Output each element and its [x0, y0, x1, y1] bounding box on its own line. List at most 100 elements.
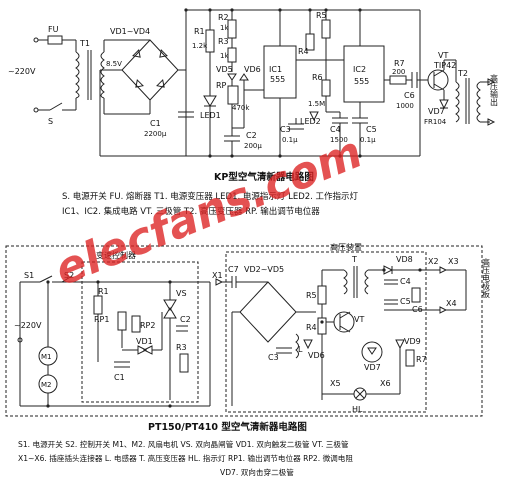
- pt-t-primary: [343, 269, 348, 295]
- pt-x6-label: X6: [380, 379, 391, 388]
- pt-vd7-symbol: [361, 341, 383, 363]
- pt-vd6-label: VD6: [308, 351, 325, 360]
- kp-caption-line-2: IC1、IC2. 集成电路 VT. 三极管 T2. 高压变压器 RP. 输出调节…: [62, 206, 320, 217]
- kp-title: KP型空气清新器电路图: [214, 171, 314, 183]
- pt-vd8-label: VD8: [396, 255, 413, 264]
- kp-r1-value: 1.2k: [192, 42, 208, 50]
- kp-v85-label: 8.5V: [106, 60, 122, 68]
- pt-hv-device-label: 高压装置: [330, 242, 362, 252]
- kp-fu-label: FU: [48, 25, 59, 34]
- kp-t2-primary: [455, 81, 460, 123]
- pt-s2-label: S2: [64, 271, 74, 280]
- kp-r7-label: R7: [394, 59, 405, 68]
- pt-speed-controller-label: 变速控制器: [96, 250, 136, 260]
- pt-r6: [411, 287, 421, 303]
- pt-c7-label: C7: [228, 265, 239, 274]
- pt-vd9-symbol: [395, 339, 405, 350]
- pt-vs-label: VS: [176, 289, 187, 298]
- pt-r4: [317, 317, 327, 335]
- pt-hv-electrode-label: 高压电极板: [482, 257, 491, 299]
- kp-vd7-type: FR104: [424, 118, 447, 126]
- kp-r2-value: 1k: [220, 24, 229, 32]
- kp-c5-value: 0.1μ: [360, 136, 376, 144]
- kp-r7: [389, 75, 407, 85]
- kp-c3-value: 0.1μ: [282, 136, 298, 144]
- pt-bridge-rectifier: [239, 281, 297, 343]
- kp-bridge-rectifier: [121, 39, 179, 101]
- pt-vt-transistor: [333, 311, 355, 333]
- kp-t1-primary: [75, 51, 80, 99]
- pt-x5-label: X5: [330, 379, 341, 388]
- pt-circuit: S1 ~220V S2 变速控制器 R1 RP1 RP2 VS VD1: [5, 242, 491, 417]
- kp-ic1-type: 555: [270, 75, 285, 84]
- kp-s-label: S: [48, 117, 53, 126]
- pt-vd1-label: VD1: [136, 337, 153, 346]
- kp-r6-value: 1.5M: [308, 100, 325, 108]
- kp-t2-label: T2: [457, 69, 468, 78]
- pt-x3-label: X3: [448, 257, 459, 266]
- kp-rp: [227, 85, 239, 105]
- kp-r2-label: R2: [218, 13, 229, 22]
- kp-r3: [227, 47, 237, 63]
- kp-t1-label: T1: [79, 39, 90, 48]
- pt-s1-label: S1: [24, 271, 34, 280]
- pt-r1-label: R1: [98, 287, 109, 296]
- kp-rp-value: 470k: [232, 104, 250, 112]
- kp-r6-label: R6: [312, 73, 323, 82]
- pt-switch-s2: [61, 275, 73, 283]
- pt-x2-label: X2: [428, 257, 439, 266]
- kp-c2-value: 200μ: [244, 142, 262, 150]
- kp-ic2-label: IC2: [353, 65, 366, 74]
- pt-caption-line-3: VD7. 双向击穿二极管: [220, 467, 294, 477]
- kp-v220-label: ~220V: [8, 67, 36, 76]
- pt-switch-s1: [39, 275, 53, 283]
- kp-fuse-symbol: [47, 35, 63, 45]
- pt-r5: [317, 285, 327, 305]
- kp-r4-label: R4: [298, 47, 309, 56]
- kp-vt-label: VT: [438, 51, 448, 60]
- pt-m2-label: M2: [41, 381, 52, 389]
- pt-vd2-vd5-label: VD2~VD5: [244, 265, 284, 274]
- pt-m1-label: M1: [41, 353, 52, 361]
- pt-t-secondary: [364, 269, 369, 295]
- kp-vd7-symbol: [439, 99, 449, 110]
- kp-t1-secondary: [100, 51, 105, 99]
- kp-switch-s: [49, 102, 63, 111]
- pt-caption-line-2: X1~X6. 插座插头连接器 L. 电感器 T. 高压变压器 HL. 指示灯 R…: [18, 453, 353, 463]
- pt-rp1-label: RP1: [94, 315, 109, 324]
- pt-r3: [179, 353, 189, 373]
- kp-c4-value: 1500: [330, 136, 348, 144]
- kp-vd6-label: VD6: [244, 65, 261, 74]
- pt-x4-label: X4: [446, 299, 457, 308]
- pt-caption-line-1: S1. 电源开关 S2. 控制开关 M1、M2. 风扇电机 VS. 双向晶闸管 …: [18, 439, 349, 449]
- pt-rp1: [117, 311, 127, 331]
- pt-c5-label: C5: [400, 297, 411, 306]
- kp-rp-label: RP: [216, 81, 227, 90]
- kp-ic1-label: IC1: [269, 65, 282, 74]
- kp-r1: [205, 29, 215, 53]
- kp-r7-value: 200: [392, 68, 405, 76]
- pt-outer-frame: [5, 245, 483, 417]
- pt-title: PT150/PT410 型空气清新器电路图: [148, 421, 307, 433]
- kp-ic2: [343, 45, 385, 103]
- pt-vd6-symbol: [303, 339, 313, 350]
- kp-led2-label: LED2: [300, 117, 321, 126]
- kp-r3-value: 1k: [220, 52, 229, 60]
- kp-vt-type: TIP42: [433, 61, 456, 70]
- pt-hl-label: HL: [352, 405, 363, 414]
- pt-t-label: T: [351, 255, 357, 264]
- pt-rp2-label: RP2: [140, 321, 155, 330]
- pt-c2-label: C2: [180, 315, 191, 324]
- kp-caption-line-1: S. 电源开关 FU. 熔断器 T1. 电源变压器 LED1. 电源指示灯 LE…: [62, 191, 359, 202]
- kp-c6-label: C6: [404, 91, 415, 100]
- pt-x1-label: X1: [212, 271, 223, 280]
- kp-led1-symbol: [203, 95, 217, 107]
- kp-vd-label: VD1~VD4: [110, 27, 150, 36]
- kp-terminal-bottom: [33, 107, 39, 113]
- kp-hv-output-label: 高压输出: [490, 73, 499, 107]
- kp-c3-label: C3: [280, 125, 291, 134]
- kp-c2-label: C2: [246, 131, 257, 140]
- kp-c4-label: C4: [330, 125, 341, 134]
